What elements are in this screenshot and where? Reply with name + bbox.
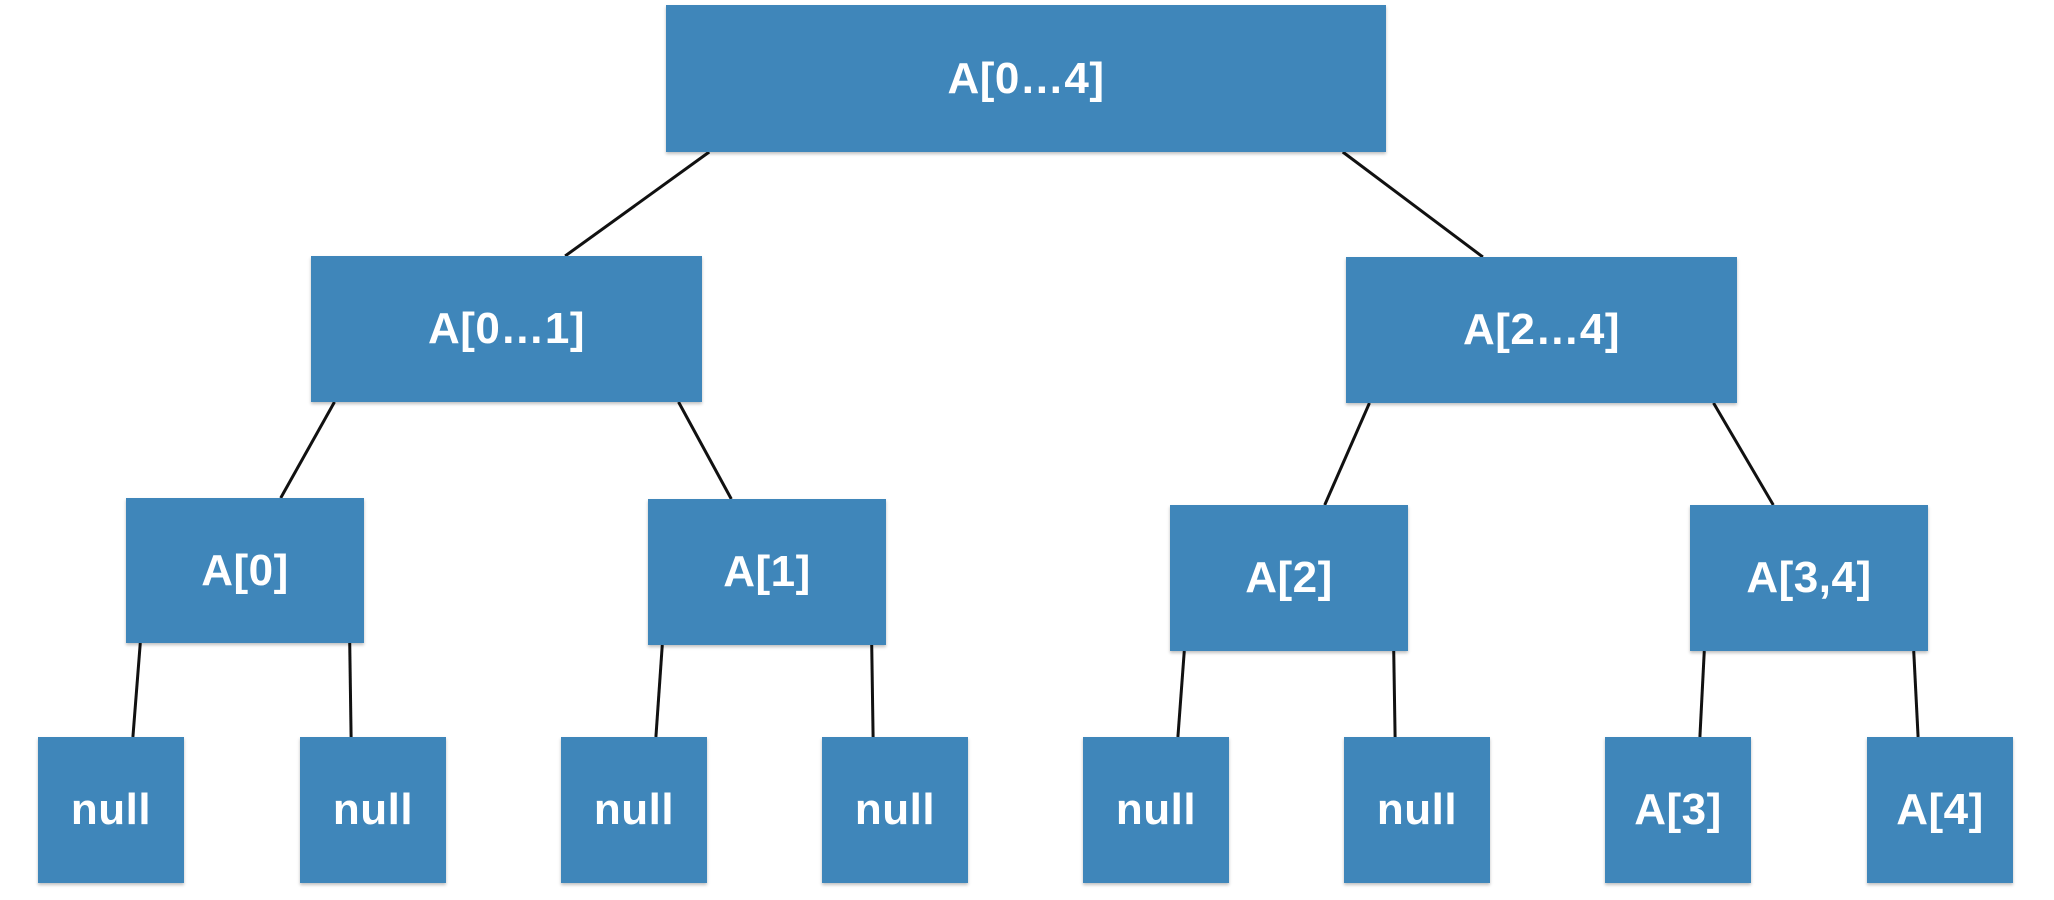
edge-a2-n5 (1176, 650, 1186, 738)
node-null: null (1344, 737, 1490, 883)
node-null: null (38, 737, 184, 883)
node-a2: A[2] (1170, 505, 1408, 651)
edge-a0-n1 (131, 642, 142, 738)
edge-a24-a2 (1323, 402, 1371, 506)
edge-a01-a0 (279, 401, 336, 499)
edge-a34-a3 (1698, 650, 1706, 738)
node-null: null (1083, 737, 1229, 883)
node-null: null (300, 737, 446, 883)
edge-a1-n3 (654, 644, 664, 738)
node-a0-4: A[0…4] (666, 5, 1386, 152)
edge-root-a24 (1341, 150, 1484, 259)
edge-a24-a34 (1712, 402, 1775, 506)
node-a4: A[4] (1867, 737, 2013, 883)
edge-a0-n2 (348, 642, 353, 738)
edge-a01-a1 (677, 401, 733, 500)
edge-a34-a4 (1912, 650, 1920, 738)
node-a1: A[1] (648, 499, 886, 645)
edge-root-a01 (564, 150, 711, 258)
node-a2-4: A[2…4] (1346, 257, 1737, 403)
node-a3: A[3] (1605, 737, 1751, 883)
node-null: null (822, 737, 968, 883)
edge-a2-n6 (1392, 650, 1397, 738)
node-a3-4: A[3,4] (1690, 505, 1928, 651)
edge-a1-n4 (870, 644, 875, 738)
node-a0-1: A[0…1] (311, 256, 702, 402)
node-null: null (561, 737, 707, 883)
node-a0: A[0] (126, 498, 364, 643)
